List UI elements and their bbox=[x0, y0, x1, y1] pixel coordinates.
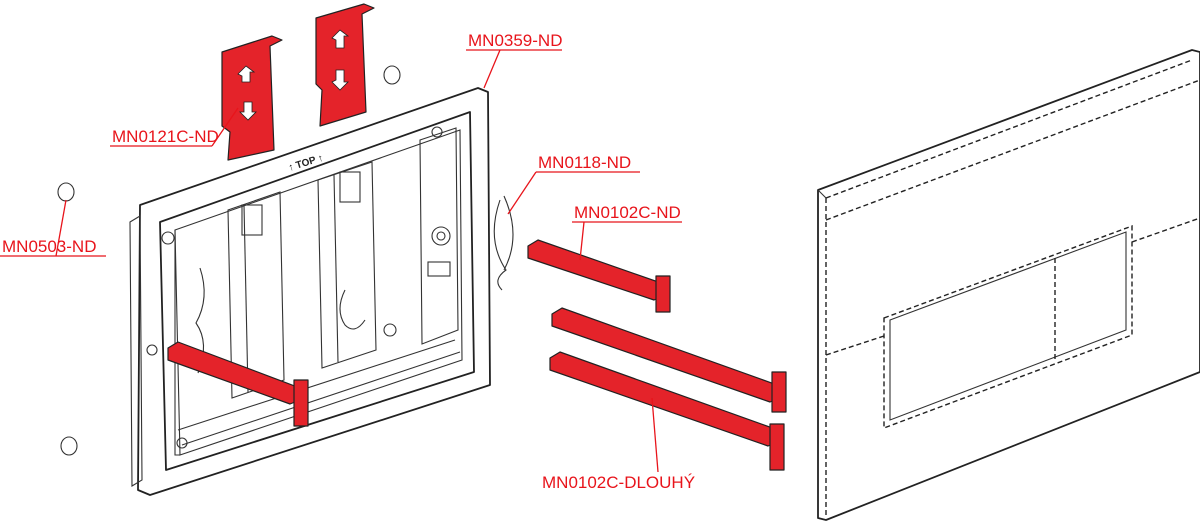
bracket-short-arrow-down bbox=[239, 101, 257, 121]
rod-long-lower bbox=[549, 351, 785, 471]
spring-clip-mn0118 bbox=[493, 195, 514, 291]
cap-bottom bbox=[60, 436, 78, 456]
leader-mn0359 bbox=[483, 49, 501, 89]
label-mn0503: MN0503-ND bbox=[2, 237, 96, 256]
bracket-mn0359 bbox=[315, 3, 375, 127]
flush-button-inner bbox=[889, 231, 1127, 421]
leader-mn0102c bbox=[579, 221, 585, 261]
rod-frame-handle bbox=[293, 379, 309, 427]
cover-plate bbox=[817, 49, 1200, 521]
cap-mn0503 bbox=[57, 182, 75, 202]
guide-rib-2 bbox=[333, 174, 339, 363]
cap-top bbox=[383, 65, 401, 85]
rod-mn0102c bbox=[527, 239, 671, 313]
flush-button-area bbox=[883, 224, 1133, 430]
frame-guide-left bbox=[227, 191, 285, 399]
rod-long-upper-body bbox=[551, 307, 781, 403]
frame-hole-2 bbox=[146, 344, 158, 356]
rod-long-upper bbox=[551, 307, 787, 413]
frame-inner-left bbox=[174, 230, 180, 456]
frame-side-left bbox=[129, 215, 143, 487]
rod-long-lower-body bbox=[549, 351, 779, 447]
rod-in-frame bbox=[167, 341, 309, 427]
frame-inner-floor bbox=[177, 339, 456, 431]
frame-inner-box bbox=[174, 129, 463, 456]
part-labels: MN0359-ND MN0121C-ND MN0118-ND MN0102C-N… bbox=[2, 31, 695, 492]
cover-seam-left bbox=[825, 335, 885, 356]
frame-hook bbox=[339, 289, 366, 330]
rod-short-body bbox=[527, 239, 665, 301]
rod-short-handle bbox=[655, 275, 671, 313]
frame-adjust-knob bbox=[431, 226, 451, 246]
mounting-frame: ↑ TOP ↑ bbox=[129, 87, 491, 496]
label-mn0359: MN0359-ND bbox=[468, 31, 562, 50]
label-mn0118: MN0118-ND bbox=[538, 153, 631, 172]
leader-mn0121c bbox=[211, 107, 239, 147]
guide-rib-1 bbox=[243, 204, 249, 393]
cover-plate-corner bbox=[817, 189, 827, 199]
bracket-short-arrow-up bbox=[237, 65, 256, 83]
bracket-tall-body bbox=[315, 3, 375, 127]
frame-mechanism bbox=[419, 127, 459, 345]
frame-hole-1 bbox=[161, 231, 175, 245]
bracket-tall-arrow-down bbox=[331, 69, 349, 91]
bracket-tall-arrow-up bbox=[331, 29, 350, 49]
frame-guide-right bbox=[317, 161, 377, 369]
frame-adjust-knob-center bbox=[436, 231, 446, 241]
label-mn0121c: MN0121C-ND bbox=[112, 127, 219, 146]
rod-long-upper-handle bbox=[771, 371, 787, 413]
bracket-mn0121c bbox=[221, 35, 283, 161]
leader-mn0118 bbox=[507, 171, 537, 215]
leader-mn0503 bbox=[55, 199, 67, 257]
frame-hole-4 bbox=[431, 126, 443, 138]
bracket-short-body bbox=[221, 35, 283, 161]
frame-opening bbox=[159, 111, 475, 471]
frame-clip bbox=[427, 261, 451, 277]
frame-outer bbox=[137, 87, 491, 496]
frame-hole-3 bbox=[383, 323, 397, 337]
cover-plate-top-edge bbox=[825, 59, 1193, 199]
leader-lines bbox=[0, 49, 682, 473]
cover-seam-right bbox=[1131, 217, 1200, 243]
rod-frame-body bbox=[167, 341, 301, 405]
label-mn0102c-long: MN0102C-DLOUHÝ bbox=[542, 473, 695, 492]
cover-seam-top bbox=[825, 79, 1200, 221]
guide-latch-1 bbox=[241, 204, 263, 236]
label-mn0102c: MN0102C-ND bbox=[574, 203, 681, 222]
cover-plate-face bbox=[817, 49, 1200, 521]
guide-latch-2 bbox=[339, 171, 361, 203]
frame-inner-floor-2 bbox=[181, 351, 461, 446]
frame-hole-5 bbox=[176, 437, 188, 449]
leader-mn0102c-long bbox=[651, 397, 659, 473]
rod-long-lower-handle bbox=[769, 423, 785, 471]
